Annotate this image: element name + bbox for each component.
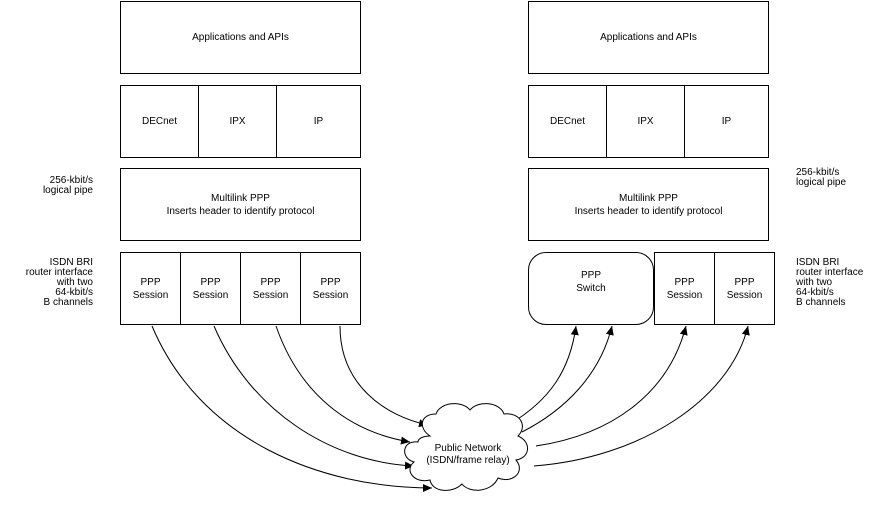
- arrow-right-switch-1: [509, 325, 579, 425]
- arrow-left-session-3: [275, 325, 411, 445]
- right-protocol-ip: IP: [685, 86, 768, 157]
- left-session-1-line1: PPP: [140, 276, 161, 288]
- right-protocol-decnet: DECnet: [529, 86, 607, 157]
- left-protocol-decnet-label: DECnet: [141, 116, 177, 127]
- left-session-2-line1: PPP: [200, 276, 221, 288]
- left-session-3-line1: PPP: [260, 276, 281, 288]
- left-protocol-ipx-label: IPX: [229, 116, 246, 127]
- right-protocol-ipx-label: IPX: [637, 116, 654, 127]
- right-applications-box: Applications and APIs: [528, 1, 769, 74]
- right-session-1-line2: Session: [666, 289, 703, 301]
- left-session-4-line2: Session: [312, 289, 349, 301]
- left-isdn-label: ISDN BRI router interface with two 64-kb…: [25, 257, 93, 308]
- right-protocol-ip-label: IP: [721, 116, 732, 127]
- left-protocol-ip-label: IP: [313, 116, 324, 127]
- left-multilink-box: Multilink PPP Inserts header to identify…: [120, 168, 361, 241]
- right-switch-line2: Switch: [576, 283, 606, 294]
- left-session-3: PPP Session: [241, 253, 301, 324]
- arrow-left-session-1: [151, 325, 433, 492]
- left-session-1-line2: Session: [132, 289, 169, 301]
- cloud-line-2: (ISDN/frame relay): [426, 455, 510, 466]
- arrow-right-session-2: [533, 325, 750, 467]
- arrow-right-session-1: [535, 325, 688, 447]
- right-session-2: PPP Session: [715, 253, 774, 324]
- left-session-1: PPP Session: [121, 253, 181, 324]
- right-session-2-line1: PPP: [734, 276, 755, 288]
- right-protocol-ipx: IPX: [607, 86, 685, 157]
- left-protocol-decnet: DECnet: [121, 86, 199, 157]
- right-pipe-label: 256-kbit/s logical pipe: [796, 167, 847, 188]
- left-session-4-line1: PPP: [320, 276, 341, 288]
- cloud-shape: [404, 403, 528, 491]
- right-protocol-decnet-label: DECnet: [549, 116, 585, 127]
- arrow-right-switch-2: [521, 325, 614, 433]
- right-applications-label: Applications and APIs: [600, 32, 697, 43]
- left-session-3-line2: Session: [252, 289, 289, 301]
- left-protocol-ipx: IPX: [199, 86, 277, 157]
- left-protocols-box: DECnet IPX IP: [120, 85, 361, 158]
- left-applications-box: Applications and APIs: [120, 1, 361, 74]
- left-pipe-label: 256-kbit/s logical pipe: [42, 175, 93, 196]
- arrow-left-session-4: [339, 325, 429, 428]
- right-isdn-label: ISDN BRI router interface with two 64-kb…: [796, 257, 864, 308]
- left-applications-label: Applications and APIs: [192, 32, 289, 43]
- left-multilink-title: Multilink PPP: [211, 192, 270, 204]
- right-session-2-line2: Session: [726, 289, 763, 301]
- right-switch-line1: PPP: [580, 270, 601, 281]
- left-session-4: PPP Session: [301, 253, 360, 324]
- left-multilink-desc: Inserts header to identify protocol: [166, 205, 315, 217]
- cloud-line-1: Public Network: [434, 443, 502, 454]
- right-session-1-line1: PPP: [674, 276, 695, 288]
- left-session-2: PPP Session: [181, 253, 241, 324]
- right-protocols-box: DECnet IPX IP: [528, 85, 769, 158]
- right-sessions-box: PPP Session PPP Session: [654, 252, 775, 325]
- arrow-left-session-2: [213, 325, 415, 470]
- right-multilink-desc: Inserts header to identify protocol: [574, 205, 723, 217]
- right-session-1: PPP Session: [655, 253, 715, 324]
- right-multilink-box: Multilink PPP Inserts header to identify…: [528, 168, 769, 241]
- left-protocol-ip: IP: [277, 86, 360, 157]
- left-sessions-box: PPP Session PPP Session PPP Session PPP …: [120, 252, 361, 325]
- right-ppp-switch: PPP Switch: [528, 252, 654, 325]
- right-multilink-title: Multilink PPP: [619, 192, 678, 204]
- left-session-2-line2: Session: [192, 289, 229, 301]
- public-network-label: Public Network (ISDN/frame relay): [412, 443, 524, 467]
